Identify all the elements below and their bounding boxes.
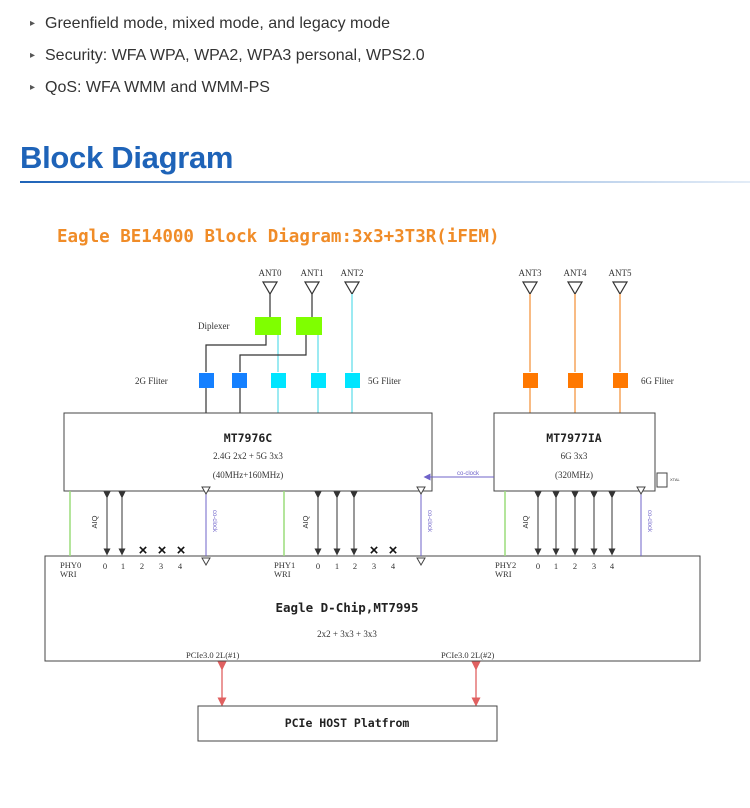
- antenna-label-ant4: ANT4: [564, 268, 587, 278]
- block-diagram: Eagle BE14000 Block Diagram:3x3+3T3R(iFE…: [44, 227, 701, 742]
- antenna-icon: [611, 281, 629, 296]
- phy2-label: PHY2: [495, 560, 516, 570]
- co-clock-label: co-clock: [426, 510, 432, 533]
- antenna-icon: [261, 281, 279, 296]
- antenna-icon: [343, 281, 361, 296]
- filter-5g: [345, 373, 360, 388]
- filter-6g: [568, 373, 583, 388]
- port-number: 0: [536, 561, 540, 571]
- unused-port-mark-icon: ×: [389, 542, 398, 559]
- title-divider: [20, 181, 750, 183]
- co-clock-label: co-clock: [211, 510, 217, 533]
- filter-5g: [271, 373, 286, 388]
- xtal-label: XTAL: [670, 477, 680, 482]
- chip-mt7977ia: [493, 412, 656, 492]
- filter-2g: [199, 373, 214, 388]
- dchip-name: Eagle D-Chip,MT7995: [276, 600, 419, 615]
- port-number: 2: [353, 561, 357, 571]
- unused-port-mark-icon: ×: [139, 542, 148, 559]
- port-number: 0: [103, 561, 107, 571]
- port-number: 1: [554, 561, 558, 571]
- pcie-link-1-label: PCIe3.0 2L(#1): [186, 650, 240, 660]
- port-number: 2: [573, 561, 577, 571]
- port-number: 3: [372, 561, 376, 571]
- port-number: 0: [316, 561, 320, 571]
- pcie-host-label: PCIe HOST Platfrom: [285, 716, 410, 730]
- bullet-marker-icon: ▸: [30, 18, 36, 29]
- aiq-label: AIQ: [301, 515, 310, 528]
- feature-item-modes: ▸ Greenfield mode, mixed mode, and legacy…: [30, 12, 425, 44]
- feature-text: QoS: WFA WMM and WMM-PS: [45, 79, 270, 96]
- aiq-label: AIQ: [90, 515, 99, 528]
- antenna-label-ant0: ANT0: [259, 268, 282, 278]
- antenna-label-ant5: ANT5: [609, 268, 632, 278]
- port-number: 3: [592, 561, 596, 571]
- antenna-label-ant3: ANT3: [519, 268, 542, 278]
- antenna-icon: [521, 281, 539, 296]
- chip-mt7976c-bands: 2.4G 2x2 + 5G 3x3: [213, 451, 283, 461]
- phy0-label: PHY0: [60, 560, 81, 570]
- antenna-label-ant1: ANT1: [301, 268, 324, 278]
- feature-item-security: ▸ Security: WFA WPA, WPA2, WPA3 personal,…: [30, 44, 425, 76]
- diplexer-label: Diplexer: [198, 321, 230, 331]
- phy2-wri-label: WRI: [495, 569, 512, 579]
- chip-mt7976c-name: MT7976C: [224, 431, 273, 445]
- phy1-label: PHY1: [274, 560, 295, 570]
- port-number: 3: [159, 561, 163, 571]
- feature-item-qos: ▸ QoS: WFA WMM and WMM-PS: [30, 76, 425, 108]
- port-number: 4: [610, 561, 615, 571]
- antenna-icon: [566, 281, 584, 296]
- phy0-wri-label: WRI: [60, 569, 77, 579]
- port-number: 1: [335, 561, 339, 571]
- chip-mt7976c-bw: (40MHz+160MHz): [213, 470, 284, 480]
- filter-2g: [232, 373, 247, 388]
- unused-port-mark-icon: ×: [370, 542, 379, 559]
- section-title: Block Diagram: [20, 140, 234, 175]
- feature-text: Greenfield mode, mixed mode, and legacy …: [45, 15, 391, 32]
- diagram-title: Eagle BE14000 Block Diagram:3x3+3T3R(iFE…: [57, 227, 500, 247]
- unused-port-mark-icon: ×: [158, 542, 167, 559]
- filter-6g-label: 6G Fliter: [641, 376, 674, 386]
- chip-mt7977ia-bands: 6G 3x3: [561, 451, 588, 461]
- antenna-label-ant2: ANT2: [341, 268, 364, 278]
- antenna-icon: [303, 281, 321, 296]
- bullet-marker-icon: ▸: [30, 50, 36, 61]
- chip-mt7977ia-name: MT7977IA: [546, 431, 601, 445]
- feature-text: Security: WFA WPA, WPA2, WPA3 personal, …: [45, 47, 425, 64]
- filter-2g-label: 2G Fliter: [135, 376, 168, 386]
- xtal-icon: [656, 472, 668, 488]
- aiq-label: AIQ: [521, 515, 530, 528]
- pcie-host-platform: [197, 705, 498, 742]
- port-number: 4: [178, 561, 183, 571]
- dchip-mt7995: [44, 555, 701, 662]
- port-number: 4: [391, 561, 396, 571]
- phy1-wri-label: WRI: [274, 569, 291, 579]
- diplexer-block: [255, 317, 281, 335]
- port-number: 1: [121, 561, 125, 571]
- diplexer-block: [296, 317, 322, 335]
- co-clock-label: co-clock: [646, 510, 652, 533]
- co-clock-label: co-clock: [457, 471, 480, 477]
- filter-5g-label: 5G Fliter: [368, 376, 401, 386]
- filter-6g: [613, 373, 628, 388]
- bullet-marker-icon: ▸: [30, 82, 36, 93]
- filter-6g: [523, 373, 538, 388]
- filter-5g: [311, 373, 326, 388]
- pcie-link-2-label: PCIe3.0 2L(#2): [441, 650, 495, 660]
- port-number: 2: [140, 561, 144, 571]
- chip-mt7976c: [63, 412, 433, 492]
- chip-mt7977ia-bw: (320MHz): [555, 470, 593, 480]
- feature-list: ▸ Greenfield mode, mixed mode, and legacy…: [30, 12, 425, 108]
- unused-port-mark-icon: ×: [177, 542, 186, 559]
- dchip-config: 2x2 + 3x3 + 3x3: [317, 629, 377, 639]
